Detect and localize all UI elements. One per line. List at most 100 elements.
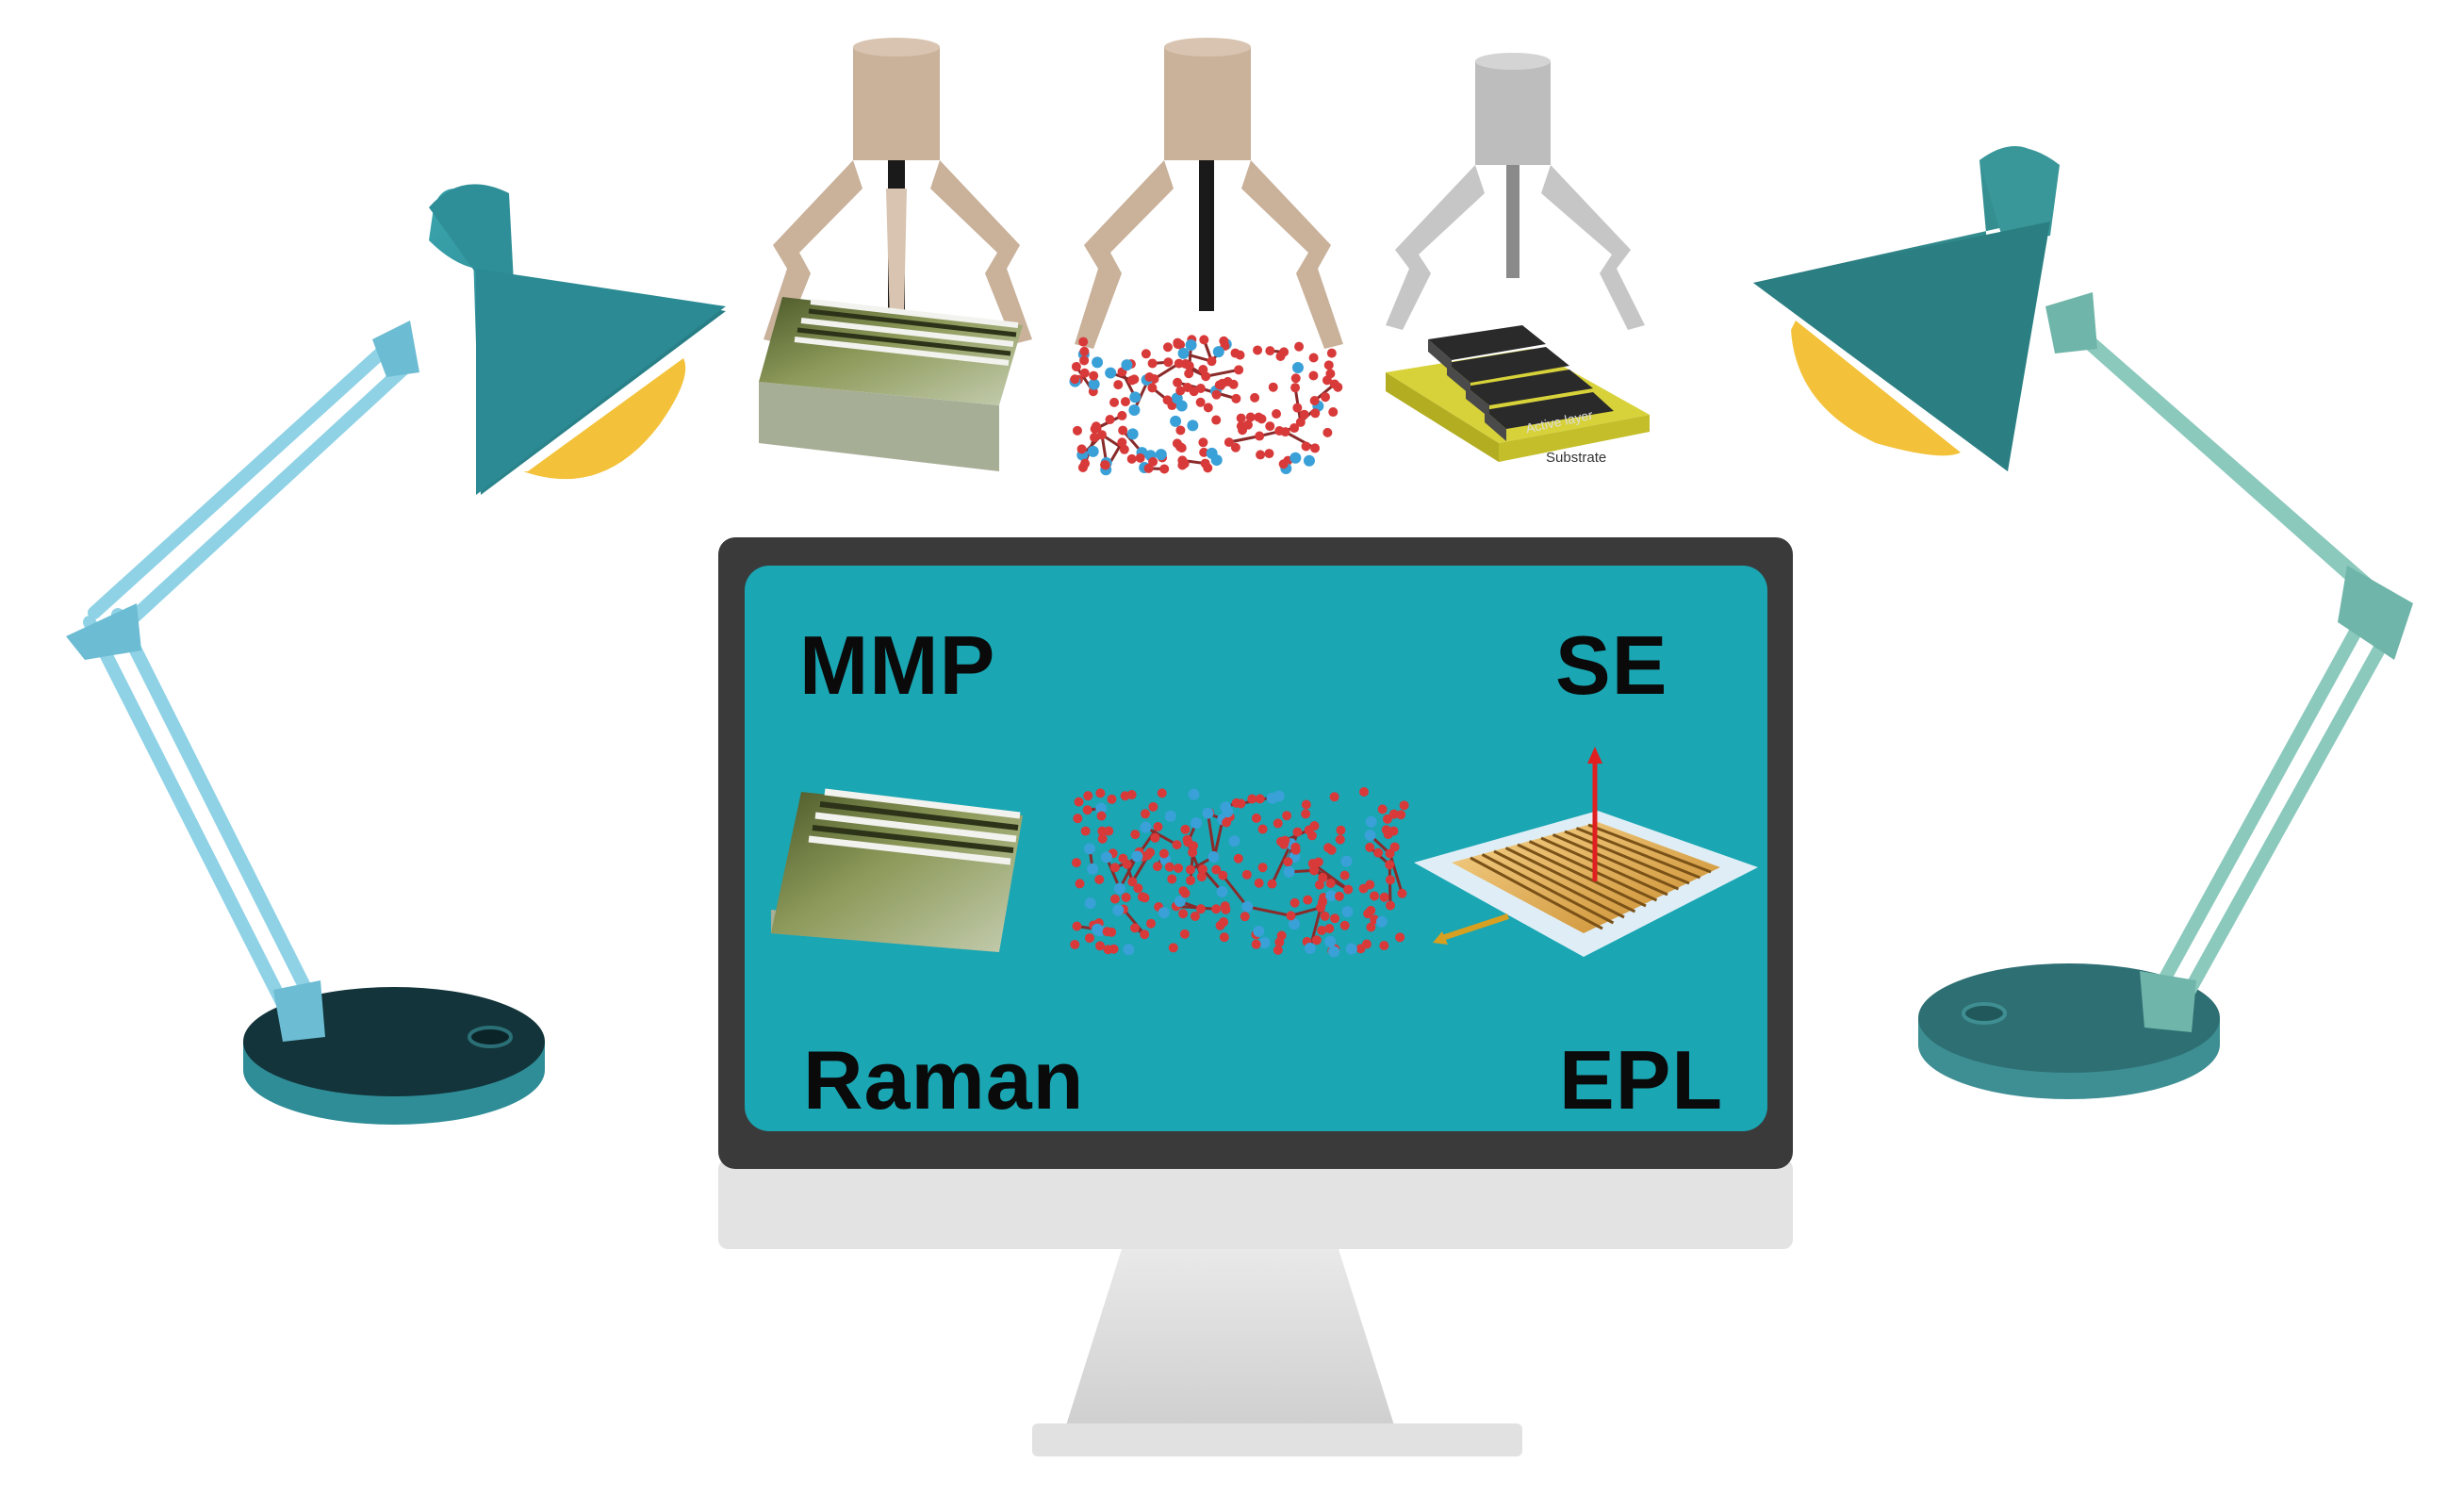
network-atom bbox=[1304, 825, 1314, 835]
network-atom bbox=[1126, 790, 1137, 800]
network-atom bbox=[1079, 346, 1090, 356]
network-atom bbox=[1088, 378, 1100, 390]
network-atom bbox=[1126, 453, 1137, 464]
network-atom bbox=[1396, 810, 1406, 820]
monitor-foot bbox=[1032, 1423, 1522, 1456]
label-raman: Raman bbox=[803, 1033, 1085, 1127]
network-atom bbox=[1219, 932, 1229, 943]
network-atom bbox=[1310, 408, 1321, 419]
network-atom bbox=[1109, 397, 1120, 407]
network-atom bbox=[1317, 897, 1327, 908]
network-atom bbox=[1175, 400, 1188, 412]
monitor-chin bbox=[718, 1160, 1793, 1249]
network-atom bbox=[1170, 415, 1182, 427]
network-atom bbox=[1317, 925, 1327, 935]
network-atom bbox=[1385, 875, 1395, 885]
network-atom bbox=[1117, 410, 1127, 420]
network-atom bbox=[1282, 811, 1292, 821]
electrode-finger bbox=[1552, 833, 1680, 891]
network-bond bbox=[1246, 905, 1291, 917]
network-atom bbox=[1335, 834, 1345, 845]
network-atom bbox=[1164, 810, 1176, 822]
network-atom bbox=[1366, 905, 1376, 915]
network-atom bbox=[1133, 883, 1143, 894]
electrode-finger bbox=[1564, 830, 1690, 885]
network-atom bbox=[1215, 920, 1225, 930]
gripper-left-icon bbox=[759, 38, 1032, 471]
network-atom bbox=[1122, 859, 1132, 869]
network-atom bbox=[1273, 790, 1285, 802]
network-atom bbox=[1314, 880, 1324, 890]
network-atom bbox=[1095, 941, 1106, 951]
network-atom bbox=[1324, 935, 1337, 947]
network-atom bbox=[1321, 392, 1331, 403]
network-atom bbox=[1231, 393, 1241, 403]
network-atom bbox=[1211, 415, 1222, 425]
network-atom bbox=[1257, 824, 1268, 834]
network-atom bbox=[1328, 946, 1340, 958]
network-atom bbox=[1310, 443, 1321, 453]
network-atom bbox=[1095, 788, 1106, 798]
lamp-left-lower-arm bbox=[83, 608, 318, 1020]
network-atom bbox=[1251, 939, 1261, 949]
network-atom bbox=[1135, 452, 1145, 463]
network-atom bbox=[1265, 346, 1275, 356]
network-atom bbox=[1147, 358, 1158, 369]
network-atom bbox=[1289, 452, 1302, 464]
network-atom bbox=[1141, 809, 1151, 819]
network-atom bbox=[1241, 869, 1252, 880]
network-atom bbox=[1199, 447, 1209, 457]
network-atom bbox=[1388, 809, 1399, 819]
network-atom bbox=[1141, 349, 1151, 359]
label-se: SE bbox=[1555, 618, 1668, 712]
network-atom bbox=[1174, 896, 1186, 908]
thin-film-sample-icon bbox=[759, 297, 1023, 471]
network-atom bbox=[1388, 826, 1399, 836]
network-atom bbox=[1211, 389, 1222, 400]
network-atom bbox=[1323, 843, 1334, 853]
electrode-finger bbox=[1540, 836, 1668, 897]
network-atom bbox=[1365, 880, 1375, 890]
network-bond bbox=[1212, 818, 1224, 857]
network-atom bbox=[1203, 403, 1213, 413]
network-atom bbox=[1280, 427, 1290, 437]
network-bond bbox=[1222, 874, 1249, 908]
network-atom bbox=[1097, 826, 1108, 836]
network-atom bbox=[1301, 799, 1311, 810]
network-atom bbox=[1304, 942, 1316, 954]
lamp-left-bulb bbox=[523, 358, 686, 480]
network-atom bbox=[1173, 339, 1183, 350]
network-atom bbox=[1325, 878, 1336, 888]
network-atom bbox=[1290, 383, 1301, 393]
network-atom bbox=[1100, 460, 1110, 470]
network-atom bbox=[1283, 857, 1293, 867]
network-atom bbox=[1109, 863, 1120, 873]
network-atom bbox=[1212, 346, 1224, 358]
network-atom bbox=[1186, 875, 1196, 885]
network-atom bbox=[1072, 425, 1082, 436]
network-atom bbox=[1155, 449, 1167, 461]
network-atom bbox=[1241, 900, 1254, 913]
network-bond bbox=[1388, 853, 1404, 895]
electrode-finger bbox=[1481, 853, 1615, 925]
network-atom bbox=[1175, 425, 1186, 436]
network-atom bbox=[1255, 794, 1265, 804]
network-atom bbox=[1365, 842, 1375, 852]
network-atom bbox=[1228, 835, 1240, 847]
network-atom bbox=[1105, 415, 1115, 425]
network-atom bbox=[1278, 459, 1289, 469]
network-atom bbox=[1381, 825, 1391, 835]
network-atom bbox=[1382, 814, 1392, 824]
network-atom bbox=[1377, 804, 1388, 814]
network-atom bbox=[1218, 870, 1228, 880]
network-atom bbox=[1366, 922, 1376, 932]
network-atom bbox=[1104, 826, 1114, 836]
network-atom bbox=[1095, 802, 1108, 814]
network-atom bbox=[1177, 460, 1188, 470]
network-atom bbox=[1329, 379, 1339, 389]
network-atom bbox=[1159, 464, 1170, 474]
network-bond bbox=[1228, 435, 1260, 444]
network-atom bbox=[1092, 923, 1104, 935]
network-atom bbox=[1158, 907, 1170, 919]
network-atom bbox=[1179, 929, 1190, 939]
